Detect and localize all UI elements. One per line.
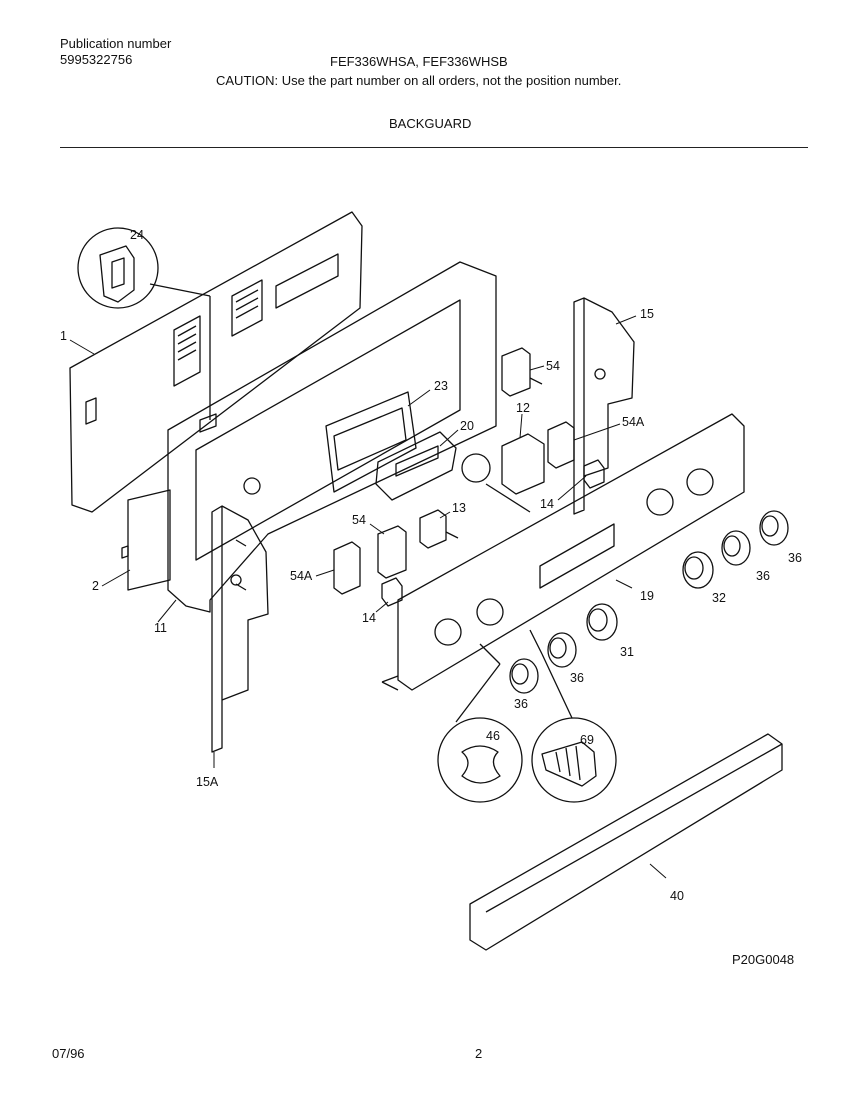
backguard-frame-part-11: [167, 261, 497, 613]
drawing-code: P20G0048: [732, 952, 795, 967]
knob-part-36-third: [547, 632, 577, 668]
switch-part-14-left: [381, 577, 403, 607]
control-panel-part-19: [381, 413, 745, 691]
knob-part-32: [682, 551, 714, 589]
callout-69: 69: [580, 733, 594, 747]
relay-part-13: [419, 509, 459, 549]
callout-36-a: 36: [788, 551, 802, 565]
trim-part-40: [469, 733, 783, 951]
callout-19: 19: [640, 589, 654, 603]
callout-32: 32: [712, 591, 726, 605]
callout-36-d: 36: [514, 697, 528, 711]
callout-15: 15: [640, 307, 654, 321]
clock-part-20: [375, 431, 457, 501]
publication-number: 5995322756: [60, 52, 133, 67]
caution-note: CAUTION: Use the part number on all orde…: [216, 73, 622, 88]
knob-part-36-near: [509, 658, 539, 694]
callout-14-right: 14: [540, 497, 554, 511]
bracket-part-2: [121, 489, 171, 591]
callout-36-b: 36: [756, 569, 770, 583]
knob-part-36-far: [759, 510, 789, 546]
callout-54-top: 54: [546, 359, 560, 373]
callout-23: 23: [434, 379, 448, 393]
relay-part-54-top: [501, 347, 543, 397]
callout-36-c: 36: [570, 671, 584, 685]
switch-part-54A-left: [333, 541, 361, 595]
callout-2: 2: [92, 579, 99, 593]
callout-11: 11: [154, 621, 167, 635]
rear-panel-part-1: [69, 211, 363, 513]
callout-12: 12: [516, 401, 530, 415]
callout-54A-left: 54A: [290, 569, 313, 583]
detail-circle-part-24: [77, 227, 211, 420]
relay-part-54-mid: [377, 525, 407, 579]
knob-part-36-second: [721, 530, 751, 566]
detail-circle-part-69: [529, 629, 617, 803]
clock-bracket-part-23: [325, 391, 417, 493]
callout-14-left: 14: [362, 611, 376, 625]
model-numbers: FEF336WHSA, FEF336WHSB: [330, 54, 508, 69]
callout-54A-right: 54A: [622, 415, 645, 429]
detail-circle-part-46: [437, 643, 523, 803]
callout-labels: 24 1 2 11 15A 15 54 12 54A 23 20 14 13 5…: [60, 228, 802, 903]
callout-31: 31: [620, 645, 634, 659]
callout-20: 20: [460, 419, 474, 433]
publication-label: Publication number: [60, 36, 172, 51]
section-title: BACKGUARD: [389, 116, 472, 131]
switch-part-54A-right: [547, 421, 575, 469]
knob-part-31: [586, 603, 618, 641]
callout-24: 24: [130, 228, 144, 242]
callout-1: 1: [60, 329, 67, 343]
callout-46: 46: [486, 729, 500, 743]
leader-lines: [69, 315, 667, 879]
switch-part-14-right: [583, 459, 605, 489]
callout-15A: 15A: [196, 775, 219, 789]
revision-date: 07/96: [52, 1046, 85, 1061]
end-bracket-part-15A: [211, 505, 269, 753]
callout-40: 40: [670, 889, 684, 903]
transformer-part-12: [461, 433, 545, 513]
header-rule: [60, 147, 808, 148]
page-number: 2: [475, 1046, 483, 1061]
callout-54-mid: 54: [352, 513, 366, 527]
callout-13: 13: [452, 501, 466, 515]
